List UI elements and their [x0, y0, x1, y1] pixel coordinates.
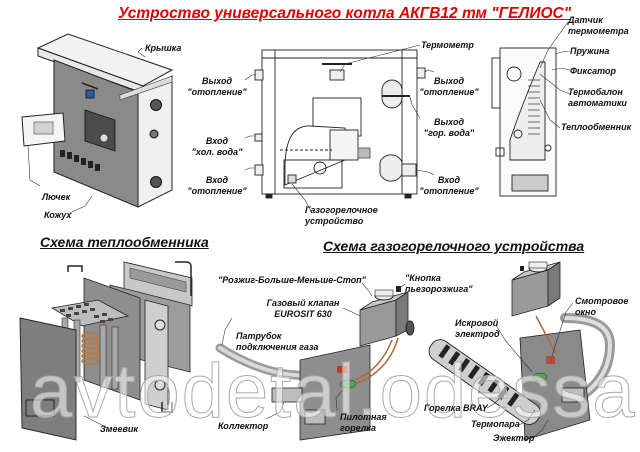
label-bray-burner: Горелка BRAY	[424, 403, 488, 413]
label-thermometer-sensor: Датчик термометра	[568, 15, 629, 37]
label-spark-electrode: Искровой электрод	[455, 318, 500, 340]
label-line: Выход	[433, 117, 465, 127]
label-line: горелка	[340, 423, 376, 433]
heat-exchanger-drawing	[19, 261, 193, 441]
burner-assembly-drawing	[428, 261, 616, 441]
label-line: термометра	[568, 26, 629, 36]
label-line: "хол. вода"	[191, 147, 243, 157]
label-coil: Змеевик	[100, 424, 138, 434]
label-hot-water-outlet: Выход "гор. вода"	[418, 117, 480, 139]
label-line: электрод	[455, 329, 500, 339]
label-burner-device: Газогорелочное устройство	[305, 205, 378, 227]
label-piezo-button: "Кнопка пьезорозжига"	[405, 273, 473, 295]
label-pilot-burner: Пилотная горелка	[340, 412, 387, 434]
label-line: Вход	[437, 175, 461, 185]
label-lid: Крышка	[145, 43, 182, 53]
boiler-exterior-drawing	[21, 33, 174, 214]
label-heating-outlet-left: Выход "отопление"	[186, 76, 248, 98]
label-line: Выход	[433, 76, 465, 86]
label-line: "Кнопка	[405, 273, 441, 283]
label-control-knob: "Розжиг-Больше-Меньше-Стоп"	[218, 275, 366, 285]
label-line: Смотровое	[575, 296, 629, 306]
label-cold-water-inlet: Вход "хол. вода"	[186, 136, 248, 158]
label-line: Пилотная	[340, 412, 387, 422]
label-heating-outlet-right: Выход "отопление"	[418, 76, 480, 98]
label-gas-pipe: Патрубок подключения газа	[236, 331, 318, 353]
label-line: "гор. вода"	[423, 128, 475, 138]
label-casing: Кожух	[44, 210, 72, 220]
label-line: пьезорозжига"	[405, 284, 473, 294]
label-hatch: Лючек	[42, 192, 71, 202]
gas-burner-section-title: Схема газогорелочного устройства	[323, 238, 585, 254]
label-heating-inlet-right: Вход "отопление"	[418, 175, 480, 197]
label-line: "отопление"	[419, 87, 479, 97]
label-line: Вход	[205, 175, 229, 185]
label-sight-window: Смотровое окно	[575, 296, 628, 318]
label-line: Газовый клапан	[266, 298, 340, 308]
label-line: Датчик	[568, 15, 603, 25]
label-heating-inlet-left: Вход "отопление"	[186, 175, 248, 197]
label-line: подключения газа	[236, 342, 319, 352]
heat-exchanger-section-title: Схема теплообменника	[40, 234, 209, 250]
boiler-section-view-drawing	[491, 21, 571, 197]
label-line: Газогорелочное	[305, 205, 378, 215]
label-thermocouple: Термопара	[471, 419, 520, 429]
label-gas-valve: Газовый клапан EUROSIT 630	[262, 298, 344, 320]
label-line: "отопление"	[187, 87, 247, 97]
label-line: окно	[575, 307, 596, 317]
label-line: автоматики	[568, 98, 627, 108]
label-line: устройство	[305, 216, 364, 226]
label-spring: Пружина	[570, 46, 610, 56]
label-collector: Коллектор	[218, 421, 269, 431]
label-line: "отопление"	[419, 186, 479, 196]
label-line: Искровой	[455, 318, 499, 328]
label-line: Выход	[201, 76, 233, 86]
label-line: Вход	[205, 136, 229, 146]
label-line: EUROSIT 630	[274, 309, 332, 319]
label-line: Термобалон	[568, 87, 623, 97]
label-line: Патрубок	[236, 331, 282, 341]
gas-valve-assembly-drawing	[215, 282, 415, 441]
label-latch: Фиксатор	[570, 66, 616, 76]
label-line: "отопление"	[187, 186, 247, 196]
label-thermo-bulb: Термобалон автоматики	[568, 87, 627, 109]
main-title: Устроство универсального котла АКГВ12 тм…	[118, 5, 572, 22]
label-thermometer: Термометр	[421, 40, 474, 50]
boiler-front-view-drawing	[244, 44, 435, 214]
label-ejector: Эжектор	[493, 433, 535, 443]
label-heat-exchanger: Теплообменник	[561, 122, 632, 132]
watermark: avtodetal.odessa.ua	[29, 349, 640, 435]
